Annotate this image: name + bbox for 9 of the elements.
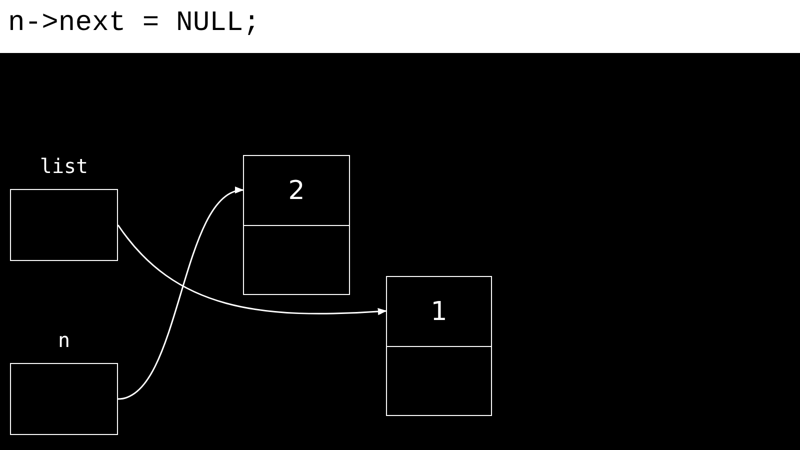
node-box bbox=[243, 155, 350, 295]
arrow bbox=[118, 188, 244, 400]
node-value: 2 bbox=[287, 174, 306, 208]
variable-label: list bbox=[38, 154, 90, 178]
arrow bbox=[117, 224, 387, 316]
variable-label: n bbox=[56, 328, 72, 352]
node-box bbox=[386, 276, 492, 416]
code-title: n->next = NULL; bbox=[8, 8, 260, 39]
node-value: 1 bbox=[430, 296, 448, 328]
